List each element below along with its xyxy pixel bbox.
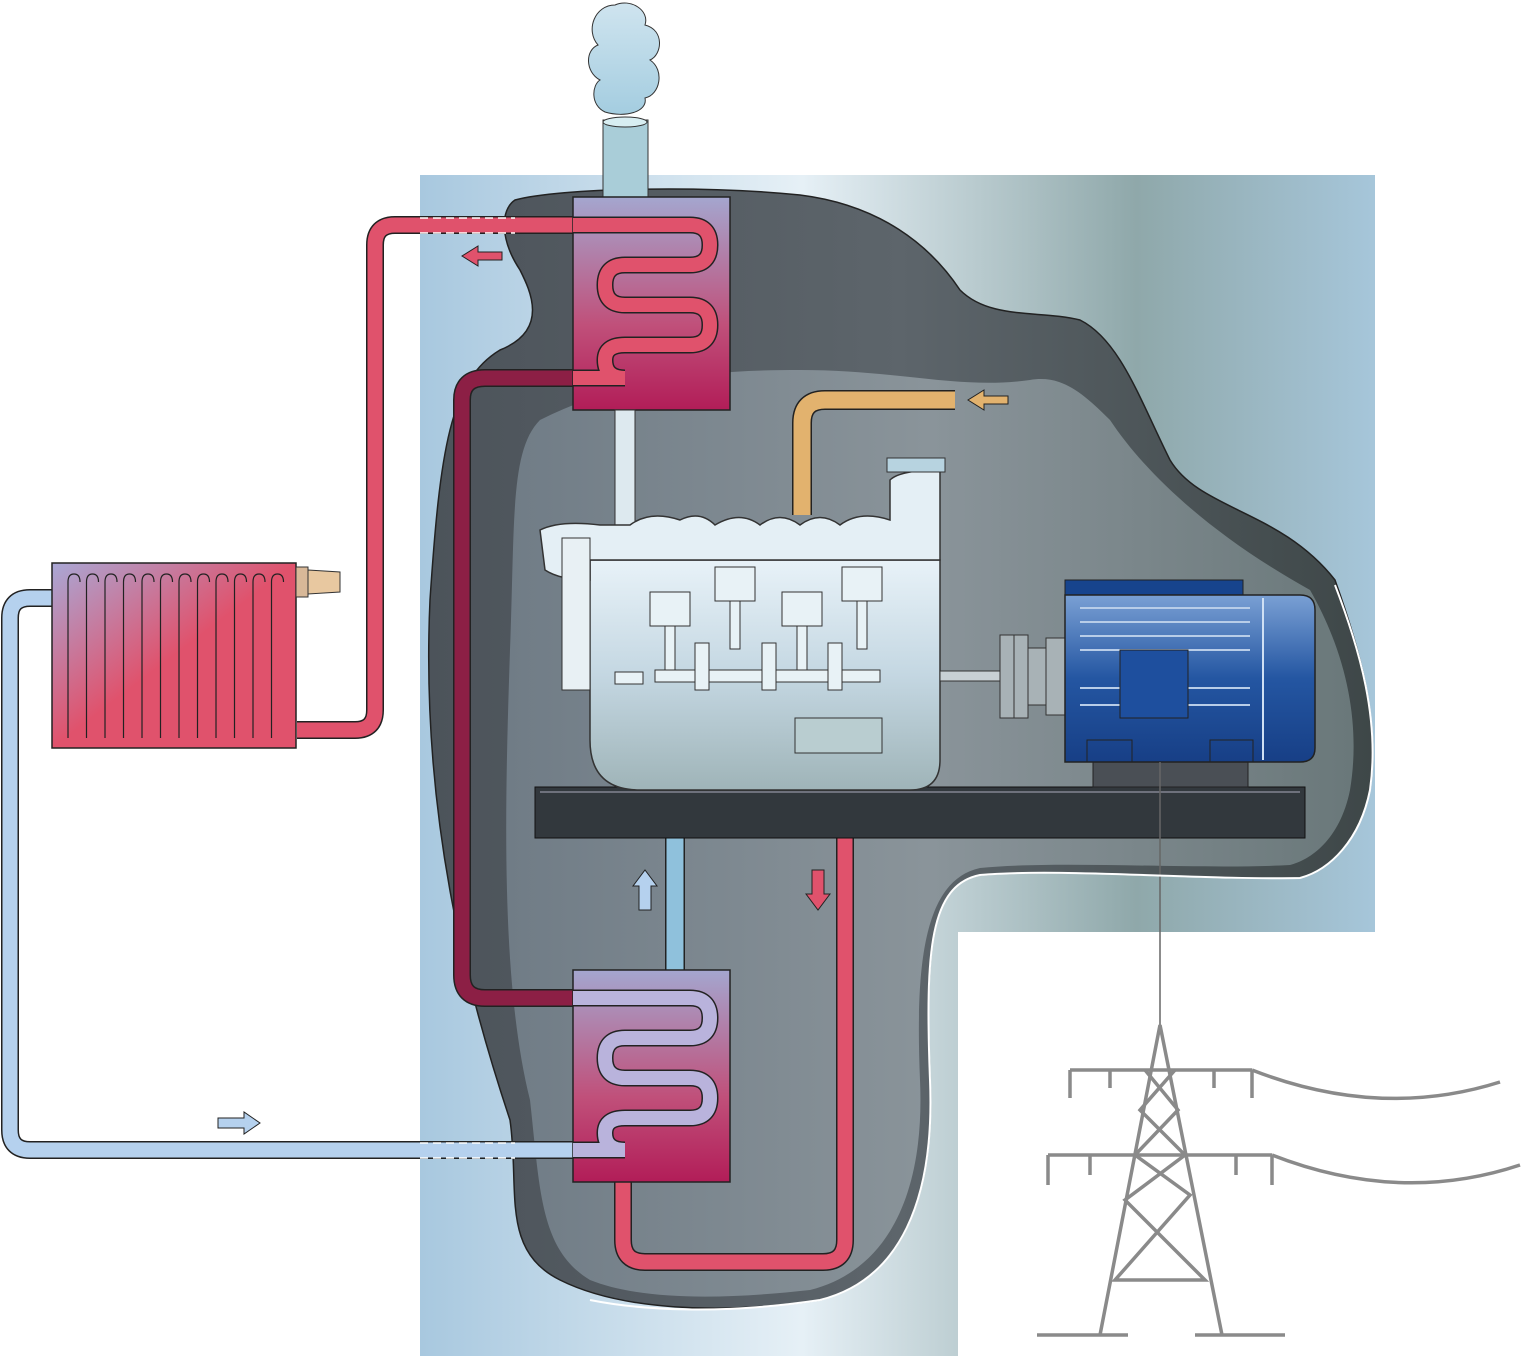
radiator-fin (67, 573, 81, 738)
chimney (602, 116, 649, 199)
arrow-down-icon (805, 869, 831, 911)
drive-shaft (939, 670, 1006, 682)
arrow-left-icon (461, 245, 503, 267)
radiator-fin (85, 573, 100, 738)
radiator-fin (104, 573, 118, 738)
radiator-fin (178, 573, 192, 738)
generator (1064, 579, 1316, 788)
coupling (999, 634, 1067, 719)
base-plate (534, 786, 1306, 839)
arrow-up-icon (632, 869, 658, 911)
pylon-icon (1037, 1024, 1521, 1337)
radiator-valve (295, 566, 341, 598)
exhaust-heat-exchanger (572, 196, 731, 411)
wall-penetration (420, 217, 515, 1159)
smoke-cloud (588, 2, 660, 115)
radiator-fin (252, 573, 266, 738)
radiator-fin (215, 573, 229, 738)
engine (539, 457, 946, 791)
radiator (51, 562, 341, 749)
arrow-right-icon (217, 1111, 261, 1135)
arrow-left-icon (967, 389, 1009, 411)
radiator-fin (159, 573, 174, 738)
radiator-fin (196, 573, 211, 738)
radiator-fin (141, 573, 155, 738)
radiator-fin (233, 573, 248, 738)
radiator-fin (122, 573, 137, 738)
coolant-heat-exchanger (572, 969, 731, 1183)
radiator-fin (270, 573, 285, 738)
